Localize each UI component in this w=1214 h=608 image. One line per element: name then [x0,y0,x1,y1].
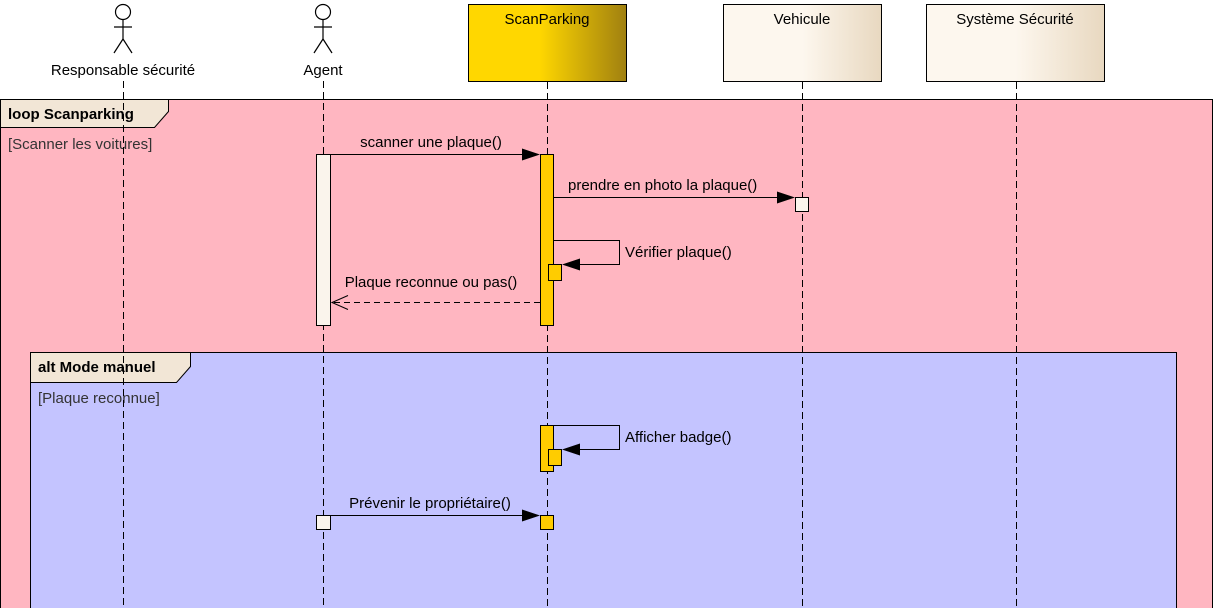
alt-fragment-title: alt Mode manuel [38,359,156,376]
loop-fragment-tab [0,99,169,128]
actor-agent-label: Agent [303,62,343,79]
open-arrowhead-icon [330,295,349,310]
participant-scanparking-box [468,4,627,82]
message-prendre-en-photo: prendre en photo la plaque() [554,177,795,204]
message-afficher-badge: Afficher badge() [554,425,731,456]
arrowhead-icon [777,191,795,204]
message-label: Prévenir le propriétaire() [349,495,511,512]
arrowhead-icon [522,148,540,161]
participant-securite-box [926,4,1105,82]
participant-vehicule: Vehicule [723,4,882,82]
activation-agent-2 [316,515,331,530]
actor-stick-figure-icon [113,3,133,54]
message-label: Vérifier plaque() [625,244,732,261]
activation-scanparking-1 [540,154,554,326]
actor-stick-figure-icon [313,3,333,54]
participant-scanparking-label: ScanParking [504,11,589,28]
message-prevenir-le-proprietaire: Prévenir le propriétaire() [330,495,540,522]
activation-scanparking-self-1 [548,264,562,281]
participant-scanparking: ScanParking [468,4,627,82]
message-label: Plaque reconnue ou pas() [345,274,518,291]
message-label: prendre en photo la plaque() [568,177,757,194]
activation-scanparking-3 [540,515,554,530]
message-label: Afficher badge() [625,429,731,446]
loop-fragment-title: loop Scanparking [8,106,134,123]
participant-securite: Système Sécurité [926,4,1105,82]
activation-scanparking-self-2 [548,449,562,466]
loop-fragment-guard: [Scanner les voitures] [8,136,152,153]
arrowhead-icon [562,443,580,456]
actor-responsable: Responsable sécurité [51,3,195,79]
participant-vehicule-label: Vehicule [774,11,831,28]
alt-fragment-guard: [Plaque reconnue] [38,390,160,407]
arrowhead-icon [522,509,540,522]
actor-responsable-label: Responsable sécurité [51,62,195,79]
message-label: scanner une plaque() [360,134,502,151]
message-scanner-une-plaque: scanner une plaque() [330,134,540,161]
alt-fragment-tab [30,352,191,383]
participant-securite-label: Système Sécurité [956,11,1074,28]
message-verifier-plaque: Vérifier plaque() [554,240,732,271]
activation-vehicule-1 [795,197,809,212]
alt-fragment [30,352,1177,608]
activation-agent-1 [316,154,331,326]
arrowhead-icon [562,258,580,271]
actor-agent: Agent [303,3,343,79]
message-plaque-reconnue-ou-pas: Plaque reconnue ou pas() [330,274,540,310]
participant-vehicule-box [723,4,882,82]
